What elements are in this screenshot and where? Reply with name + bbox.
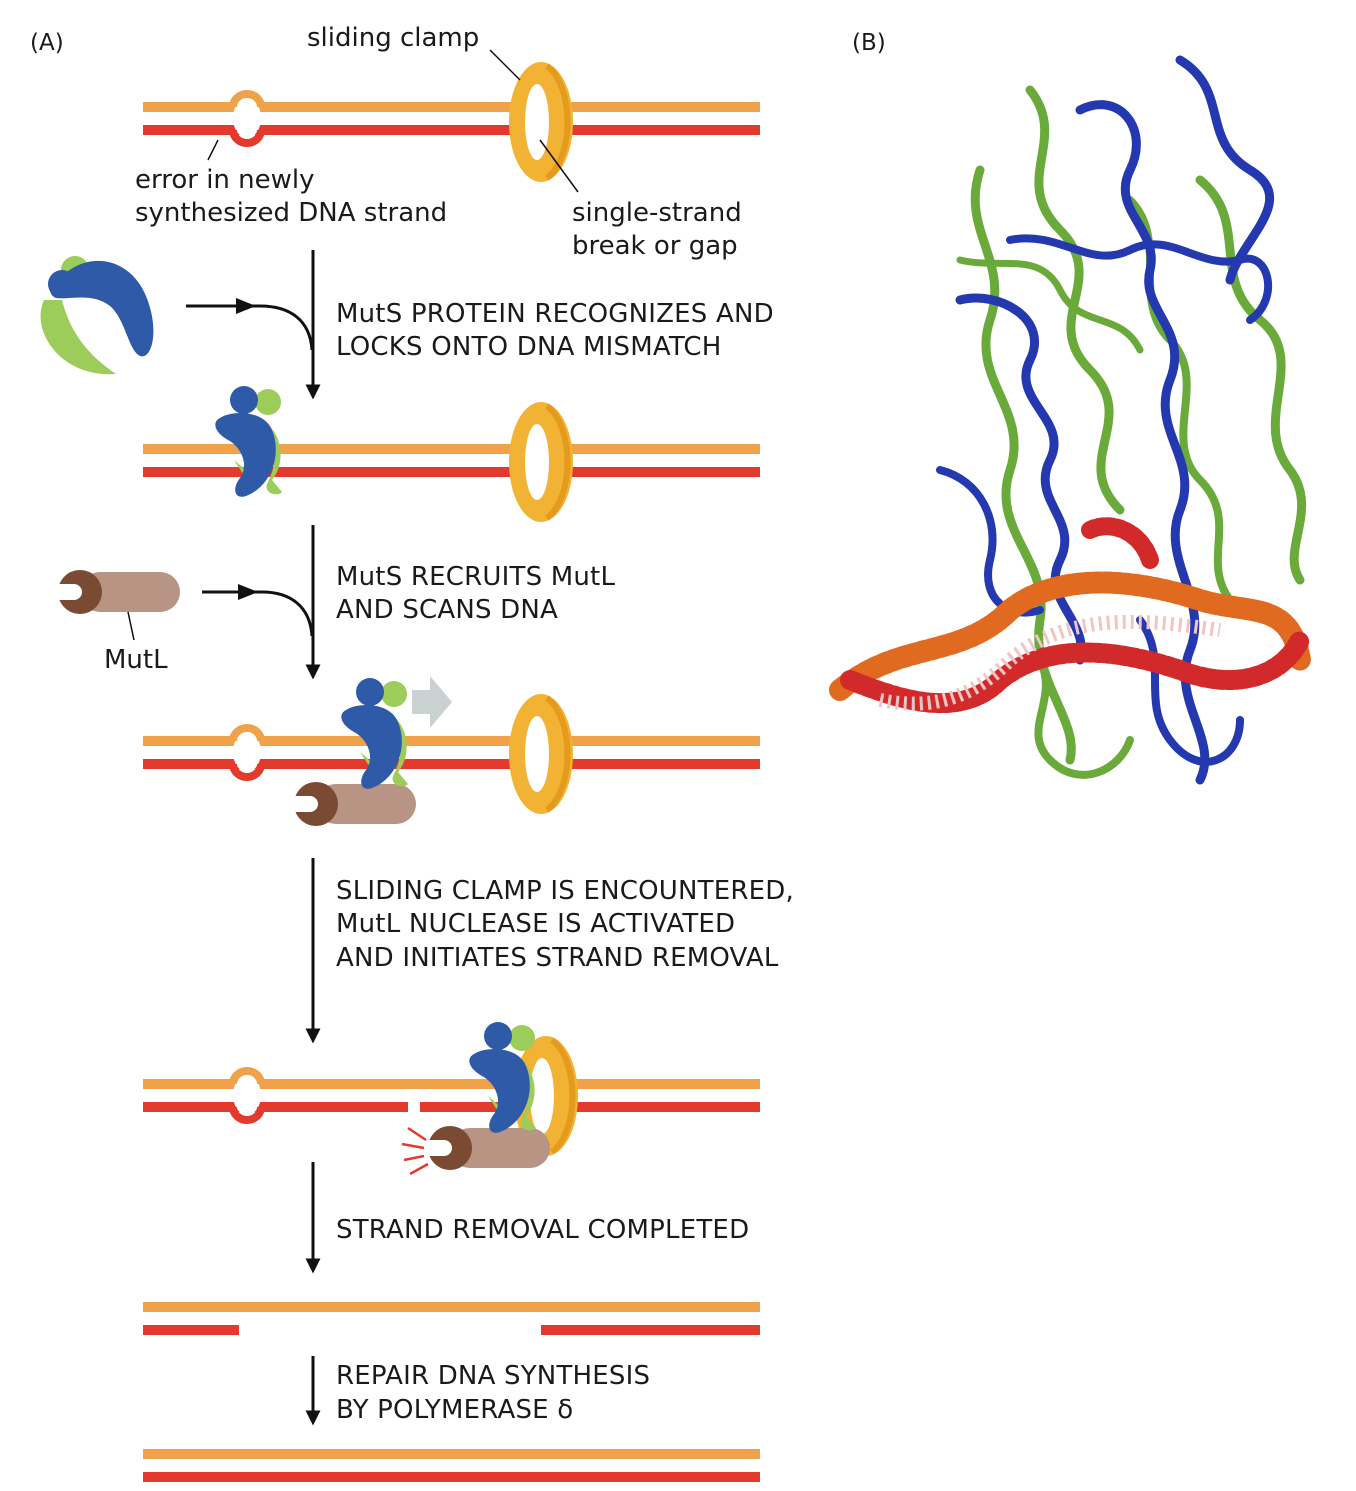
- step-4-line1: STRAND REMOVAL COMPLETED: [336, 1215, 749, 1245]
- sliding-clamp-label: sliding clamp: [307, 23, 479, 53]
- break-label-line2: break or gap: [572, 231, 738, 261]
- step-1-line1: MutS PROTEIN RECOGNIZES AND: [336, 299, 774, 329]
- direction-arrow-icon: [412, 676, 452, 728]
- panel-a-label: (A): [30, 30, 64, 56]
- step-2-line1: MutS RECRUITS MutL: [336, 562, 615, 592]
- muts-protein-free: [40, 256, 154, 375]
- mutl-protein-free: [56, 570, 180, 614]
- step-2-line2: AND SCANS DNA: [336, 595, 558, 625]
- muts-dna-structure-image: [829, 55, 1311, 785]
- break-label-line1: single-strand: [572, 198, 742, 228]
- dna-duplex-strand-removal: [143, 1022, 760, 1176]
- dna-duplex-muts-bound: [143, 386, 760, 522]
- error-label-line1: error in newly: [135, 165, 315, 195]
- error-label-line2: synthesized DNA strand: [135, 198, 447, 228]
- step-3-line2: MutL NUCLEASE IS ACTIVATED: [336, 909, 735, 939]
- dna-duplex-initial: [143, 62, 760, 182]
- step-3-line1: SLIDING CLAMP IS ENCOUNTERED,: [336, 876, 794, 906]
- step-3-line3: AND INITIATES STRAND REMOVAL: [336, 943, 779, 973]
- step-1-line2: LOCKS ONTO DNA MISMATCH: [336, 332, 722, 362]
- step-5-line1: REPAIR DNA SYNTHESIS: [336, 1361, 650, 1391]
- nuclease-activity-icon: [401, 1126, 429, 1176]
- panel-b-label: (B): [852, 30, 886, 56]
- dna-duplex-repaired: [143, 1449, 760, 1482]
- step-5-line2: BY POLYMERASE δ: [336, 1395, 573, 1425]
- dna-duplex-scanning: [143, 676, 760, 826]
- mutl-label: MutL: [104, 645, 168, 675]
- dna-duplex-gapped: [143, 1302, 760, 1335]
